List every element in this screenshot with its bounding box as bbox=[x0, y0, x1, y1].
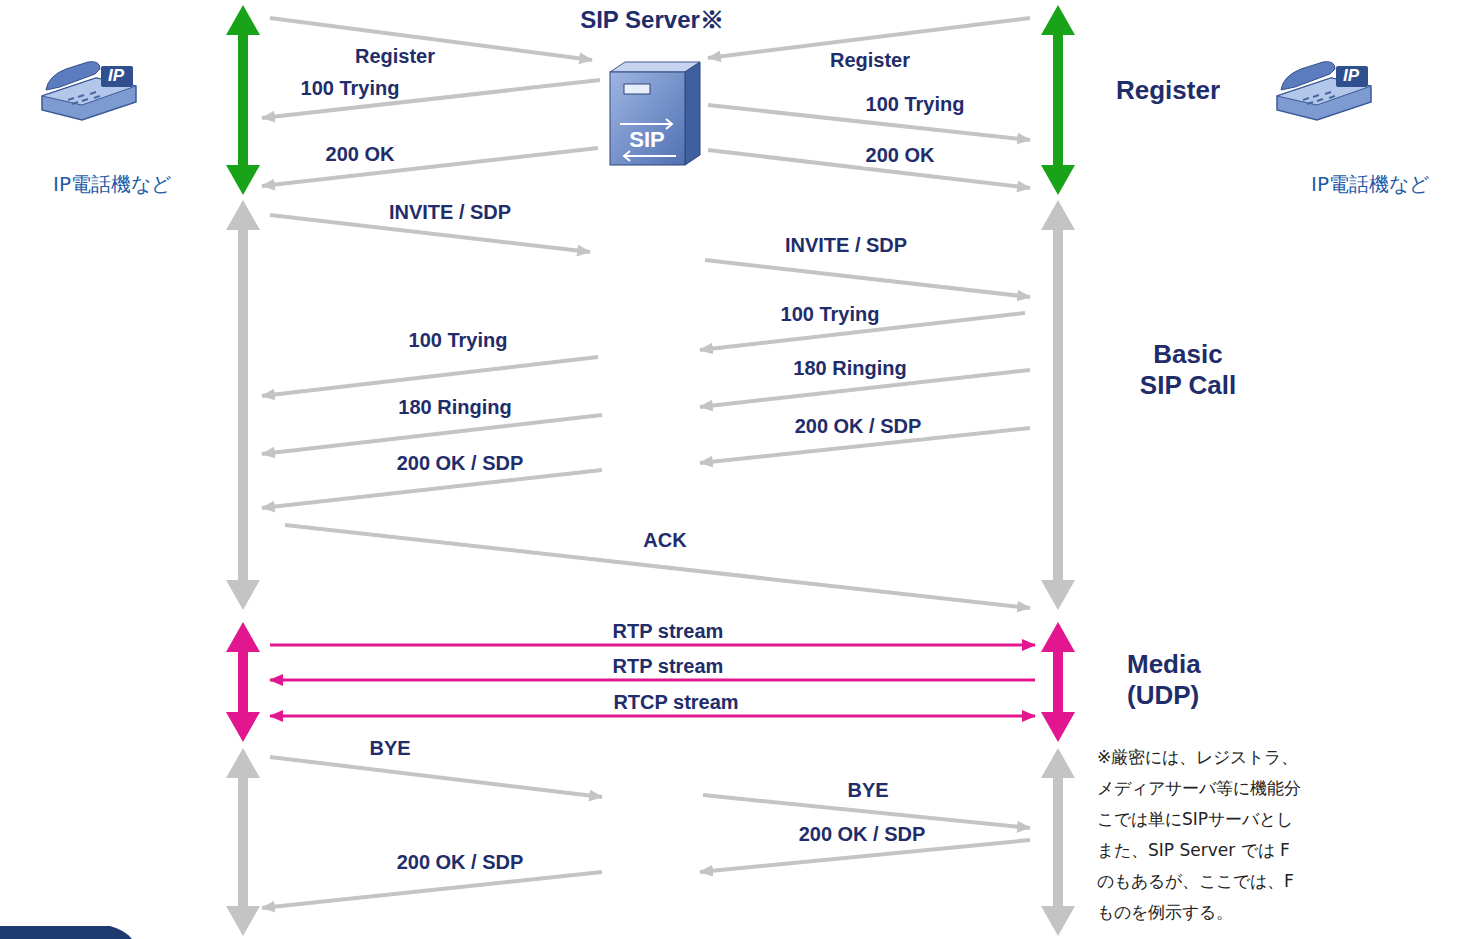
node-label: SIP Server※ bbox=[576, 4, 728, 36]
icon-text: IP bbox=[1343, 66, 1359, 86]
message-label: BYE bbox=[844, 779, 891, 802]
message-label: 200 OK / SDP bbox=[394, 452, 527, 475]
media-stream-arrow bbox=[270, 715, 1035, 718]
message-label: INVITE / SDP bbox=[782, 234, 910, 257]
message-label: RTP stream bbox=[610, 655, 727, 678]
node-label: IP電話機など bbox=[1307, 171, 1433, 198]
phase-double-arrow bbox=[226, 622, 260, 742]
phase-label: Register bbox=[1116, 75, 1220, 106]
message-label: 200 OK / SDP bbox=[792, 415, 925, 438]
sip-message-arrow bbox=[262, 415, 602, 454]
message-label: 100 Trying bbox=[863, 93, 968, 116]
phase-double-arrow bbox=[1041, 200, 1075, 610]
message-label: INVITE / SDP bbox=[386, 201, 514, 224]
server-side bbox=[685, 62, 700, 165]
message-label: 200 OK / SDP bbox=[796, 823, 929, 846]
message-label: 180 Ringing bbox=[395, 396, 514, 419]
sip-message-arrow bbox=[262, 470, 602, 508]
phase-double-arrow bbox=[226, 200, 260, 610]
message-label: BYE bbox=[366, 737, 413, 760]
phase-label: Basic SIP Call bbox=[1134, 339, 1242, 401]
server-icon bbox=[610, 62, 700, 165]
sip-message-arrow bbox=[285, 525, 1030, 608]
phone-keys bbox=[1303, 92, 1335, 104]
server-logo-arrows bbox=[620, 119, 676, 161]
message-label: ACK bbox=[640, 529, 689, 552]
footnote-line: また、SIP Server では F bbox=[1097, 839, 1290, 862]
icon-text: IP bbox=[108, 66, 124, 86]
phase-label: Media (UDP) bbox=[1127, 649, 1237, 711]
footnote-line: メディアサーバ等に機能分 bbox=[1097, 777, 1301, 800]
phase-double-arrow bbox=[226, 748, 260, 936]
phase-double-arrow bbox=[1041, 748, 1075, 936]
ip-phone: IP電話機など bbox=[1307, 171, 1433, 198]
sip-message-arrow bbox=[262, 872, 602, 908]
message-label: 100 Trying bbox=[298, 77, 403, 100]
media-stream-arrow bbox=[270, 679, 1035, 682]
message-label: 100 Trying bbox=[778, 303, 883, 326]
message-label: 200 OK bbox=[323, 143, 398, 166]
message-label: 180 Ringing bbox=[790, 357, 909, 380]
phase-double-arrow bbox=[226, 5, 260, 195]
phone-keys bbox=[68, 92, 100, 104]
message-label: 100 Trying bbox=[406, 329, 511, 352]
footnote-line: ものを例示する。 bbox=[1097, 901, 1233, 924]
node-label: IP電話機など bbox=[49, 171, 175, 198]
sip-server: SIP Server※ bbox=[576, 4, 728, 36]
sip-message-arrow bbox=[262, 148, 598, 186]
server-front bbox=[610, 72, 685, 165]
message-label: Register bbox=[352, 45, 438, 68]
server-slot bbox=[624, 84, 650, 94]
icon-text: SIP bbox=[629, 127, 664, 153]
sip-message-arrow bbox=[262, 357, 598, 396]
corner-decoration bbox=[0, 926, 132, 939]
phone-icon bbox=[1277, 62, 1371, 120]
sip-message-arrow bbox=[705, 260, 1030, 297]
ip-phone: IP電話機など bbox=[49, 171, 175, 198]
phase-double-arrow bbox=[1041, 5, 1075, 195]
phone-handset bbox=[46, 62, 100, 90]
footnote-line: のもあるが、ここでは、F bbox=[1097, 870, 1294, 893]
message-label: 200 OK bbox=[863, 144, 938, 167]
footnote-line: ※厳密には、レジストラ、 bbox=[1097, 746, 1298, 769]
message-label: 200 OK / SDP bbox=[394, 851, 527, 874]
phone-panel bbox=[1336, 66, 1368, 87]
media-stream-arrow bbox=[270, 644, 1035, 647]
phone-panel bbox=[101, 66, 133, 87]
phase-double-arrow bbox=[1041, 622, 1075, 742]
footnote-line: こでは単にSIPサーバとし bbox=[1097, 808, 1293, 831]
phone-icon bbox=[42, 62, 136, 120]
message-label: Register bbox=[827, 49, 913, 72]
phone-handset bbox=[1281, 62, 1335, 90]
sip-message-arrow bbox=[270, 757, 602, 797]
message-label: RTP stream bbox=[610, 620, 727, 643]
message-label: RTCP stream bbox=[610, 691, 741, 714]
